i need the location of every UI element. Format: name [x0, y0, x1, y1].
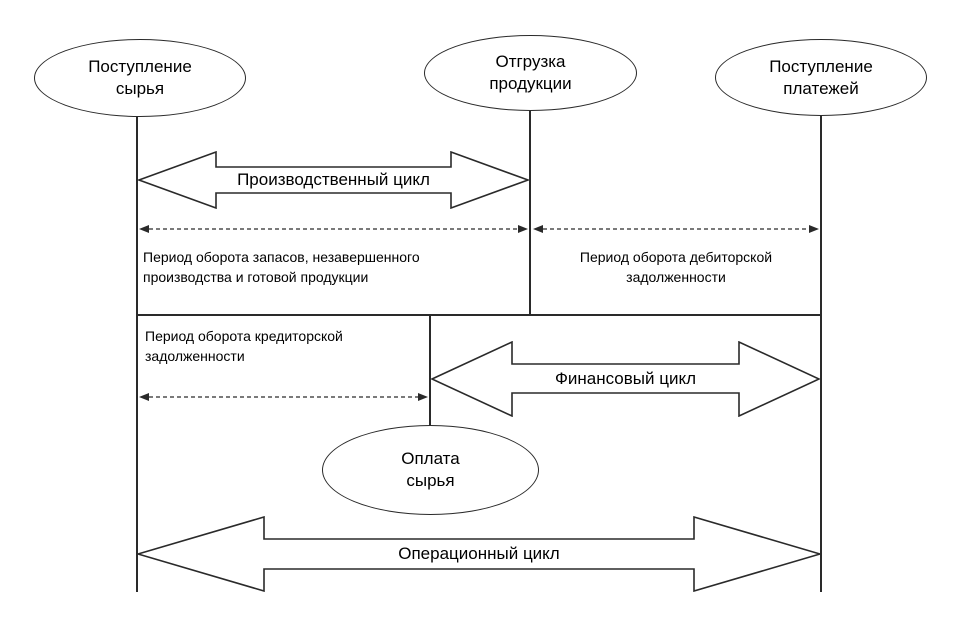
production-cycle-label: Производственный цикл — [237, 170, 430, 189]
operational-cycle-double-arrow-icon — [137, 516, 821, 592]
inventory-period-label: Период оборота запасов, незавершенного п… — [143, 249, 420, 285]
node-label: Оплата сырья — [401, 449, 460, 490]
timeline-raw-materials-payment — [429, 314, 431, 426]
node-raw-materials-receipt: Поступление сырья — [34, 39, 246, 117]
node-label: Отгрузка продукции — [489, 52, 572, 93]
operational-cycle-label: Операционный цикл — [398, 544, 560, 563]
payables-period-dashed-arrow-icon — [139, 393, 428, 401]
financial-cycle-double-arrow-icon — [431, 341, 820, 417]
horizontal-separator — [136, 314, 822, 316]
timeline-payments-receipt — [820, 116, 822, 592]
timeline-product-shipment — [529, 111, 531, 316]
node-raw-materials-payment: Оплата сырья — [322, 425, 539, 515]
receivables-period-dashed-arrow-icon — [533, 225, 819, 233]
receivables-period-label: Период оборота дебиторской задолженности — [579, 249, 773, 285]
inventory-period-dashed-arrow-icon — [139, 225, 528, 233]
node-label: Поступление сырья — [88, 57, 192, 98]
node-label: Поступление платежей — [769, 56, 873, 98]
node-payments-receipt: Поступление платежей — [715, 39, 927, 116]
production-cycle-double-arrow-icon — [138, 151, 529, 209]
payables-period-label: Период оборота кредиторской задолженност… — [145, 328, 343, 364]
financial-cycle-label: Финансовый цикл — [554, 369, 697, 388]
timeline-raw-materials-receipt — [136, 117, 138, 592]
node-product-shipment: Отгрузка продукции — [424, 35, 637, 111]
